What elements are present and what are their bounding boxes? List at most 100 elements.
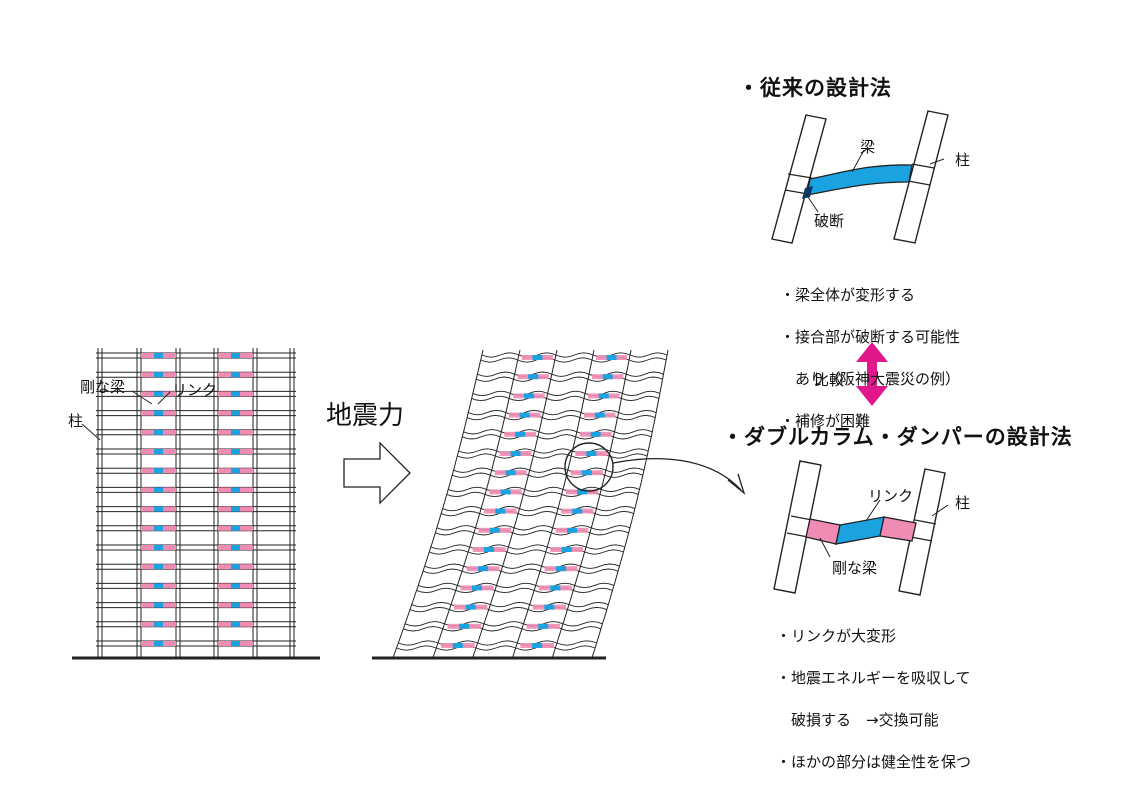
link-segment: [154, 545, 163, 550]
link-segment: [572, 508, 583, 514]
rigid-beam-right: [879, 516, 917, 542]
link-segment: [510, 451, 521, 456]
link-segment: [500, 489, 511, 495]
right-column-damper: [898, 468, 946, 596]
deformed-column: [432, 349, 521, 659]
hollow-right-arrow-icon: [343, 441, 411, 505]
label-rigid-beam-detail: 剛な梁: [832, 559, 878, 577]
link-segment: [231, 391, 240, 397]
label-column-left: 柱: [68, 412, 84, 430]
wavy-floor-line: [396, 645, 596, 651]
wavy-floor-line: [462, 434, 652, 440]
label-rupture: 破断: [814, 212, 845, 230]
rigid-beam-left: [805, 518, 841, 545]
link-segment: [231, 621, 240, 627]
link-segment: [465, 604, 476, 610]
wavy-floor-line: [452, 472, 643, 478]
link-segment: [532, 643, 543, 648]
conventional-notes: ・梁全体が変形する ・接合部が破断する可能性 あり（阪神大震災の例） ・補修が困…: [780, 264, 960, 453]
link-segment: [231, 545, 240, 550]
label-column-conventional: 柱: [955, 151, 971, 169]
wavy-floor-line: [477, 371, 664, 377]
deformed-column: [511, 349, 595, 659]
wavy-floor-line: [436, 525, 631, 531]
wavy-floor-line: [424, 563, 620, 569]
wavy-floor-line: [466, 414, 656, 421]
link-segment: [561, 547, 572, 552]
link-segment: [505, 470, 516, 476]
link-segment: [515, 431, 526, 437]
label-beam: 梁: [860, 138, 876, 156]
wavy-floor-line: [472, 390, 661, 397]
wavy-floor-line: [441, 510, 634, 517]
link-segment: [471, 585, 482, 591]
wavy-floor-line: [471, 395, 660, 402]
right-column-conventional: [893, 110, 949, 244]
wavy-floor-line: [442, 505, 636, 512]
label-column-damper: 柱: [955, 494, 971, 512]
link-segment: [478, 566, 489, 572]
link-segment: [154, 602, 163, 608]
wavy-floor-line: [480, 357, 667, 363]
double-column-notes: ・リンクが大変形 ・地震エネルギーを吸収して 破損する →交換可能 ・ほかの部分…: [776, 605, 971, 794]
left-column-damper: [773, 460, 822, 594]
wavy-floor-line: [476, 376, 663, 382]
label-rigid-beam-left: 剛な梁: [80, 378, 126, 396]
link-segment: [231, 583, 240, 589]
link-segment: [567, 527, 578, 533]
link-segment: [550, 585, 561, 591]
diagram-canvas: [72, 110, 949, 660]
wavy-floor-line: [457, 453, 648, 459]
wavy-floor-line: [458, 448, 649, 454]
label-seismic-force: 地震力: [326, 401, 405, 431]
conventional-note-4: ・補修が困難: [780, 412, 871, 430]
magnify-circle: [564, 442, 614, 492]
link-segment: [556, 566, 567, 572]
link-segment: [231, 641, 240, 646]
deformed-column: [591, 349, 669, 659]
wavy-floor-line: [429, 549, 624, 555]
callout-arrowhead: [727, 473, 746, 495]
link-segment: [489, 527, 500, 533]
link-segment: [602, 374, 613, 380]
link-segment: [154, 525, 163, 531]
wavy-floor-line: [430, 544, 625, 550]
undeformed-building: [96, 348, 296, 658]
conventional-detail: [771, 110, 949, 244]
rupture-mark: [802, 186, 813, 199]
leader-link: [157, 391, 171, 405]
link-segment: [154, 353, 163, 358]
link-segment: [154, 641, 163, 646]
link-segment: [154, 564, 163, 570]
link-segment: [484, 547, 495, 552]
heading-double-column: ・ダブルカラム・ダンパーの設計法: [722, 425, 1073, 449]
link-segment: [154, 449, 163, 454]
wavy-floor-line: [418, 582, 615, 589]
double-column-note-3: 破損する →交換可能: [776, 711, 939, 729]
double-column-note-2: ・地震エネルギーを吸収して: [776, 669, 971, 687]
wavy-floor-line: [468, 409, 657, 416]
wavy-floor-line: [403, 626, 602, 632]
link-segment: [231, 525, 240, 531]
link-segment: [519, 412, 530, 418]
deformed-column: [551, 349, 632, 659]
deformed-building: [392, 349, 669, 659]
left-column-conventional: [771, 114, 827, 244]
link-segment: [231, 372, 240, 378]
wavy-floor-line: [453, 467, 645, 473]
leader-column: [81, 423, 101, 441]
wavy-floor-line: [404, 621, 603, 627]
wavy-floor-line: [398, 640, 597, 646]
link-segment: [154, 468, 163, 474]
link-segment: [544, 604, 555, 610]
link-segment: [577, 489, 588, 495]
link-segment: [231, 468, 240, 474]
link-segment: [528, 374, 539, 380]
callout-arrow-curve: [612, 457, 742, 491]
heading-conventional: ・従来の設計法: [738, 76, 892, 100]
link-segment: [231, 602, 240, 608]
wavy-floor-line: [463, 429, 653, 435]
link-segment: [231, 410, 240, 416]
wavy-floor-line: [435, 530, 629, 536]
link-segment: [154, 429, 163, 435]
